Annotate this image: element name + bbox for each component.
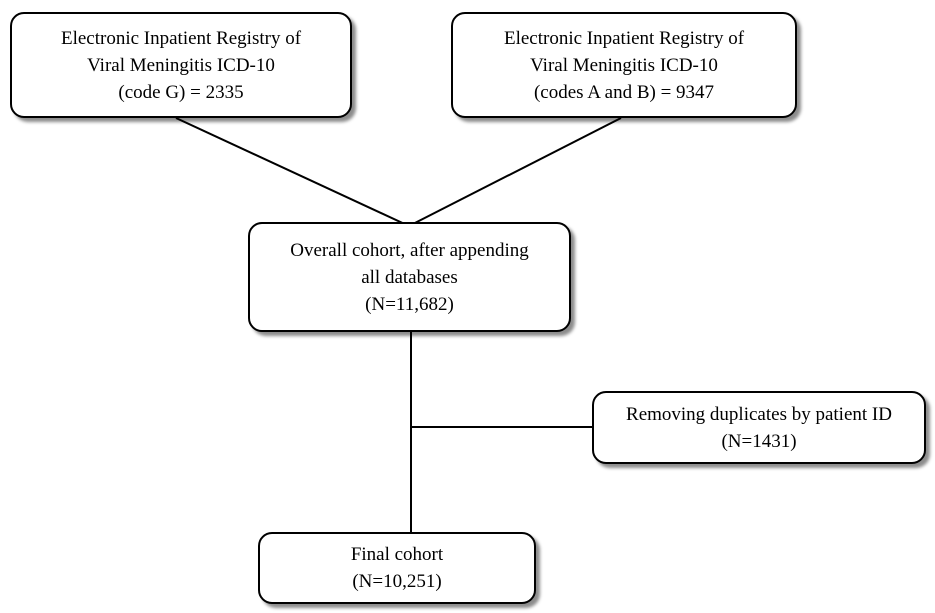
final-line-2: (N=10,251) bbox=[352, 571, 442, 592]
final-cohort-box: Final cohort (N=10,251) bbox=[258, 532, 536, 604]
registry-ab-line-1: Electronic Inpatient Registry of bbox=[503, 27, 745, 49]
duplicates-line-1: Removing duplicates by patient ID bbox=[626, 403, 892, 425]
registry-ab-line-2: Viral Meningitis ICD-10 bbox=[530, 54, 718, 76]
registry-code-g-box: Electronic Inpatient Registry of Viral M… bbox=[10, 12, 352, 118]
registry-codes-a-b-box: Electronic Inpatient Registry of Viral M… bbox=[451, 12, 797, 118]
final-line-1: Final cohort bbox=[350, 544, 444, 565]
connector-registry-ab-to-overall bbox=[408, 117, 622, 227]
registry-g-line-1: Electronic Inpatient Registry of bbox=[60, 27, 302, 49]
overall-cohort-box: Overall cohort, after appending all data… bbox=[248, 222, 571, 332]
registry-ab-line-3: (codes A and B) = 9347 bbox=[533, 81, 715, 103]
overall-line-1: Overall cohort, after appending bbox=[290, 239, 529, 261]
overall-line-3: (N=11,682) bbox=[365, 293, 454, 315]
overall-line-2: all databases bbox=[361, 266, 458, 288]
removing-duplicates-box: Removing duplicates by patient ID (N=143… bbox=[592, 391, 926, 464]
registry-g-line-3: (code G) = 2335 bbox=[118, 81, 244, 103]
connector-registry-g-to-overall bbox=[175, 117, 410, 227]
duplicates-line-2: (N=1431) bbox=[721, 430, 797, 452]
registry-g-line-2: Viral Meningitis ICD-10 bbox=[87, 54, 275, 76]
